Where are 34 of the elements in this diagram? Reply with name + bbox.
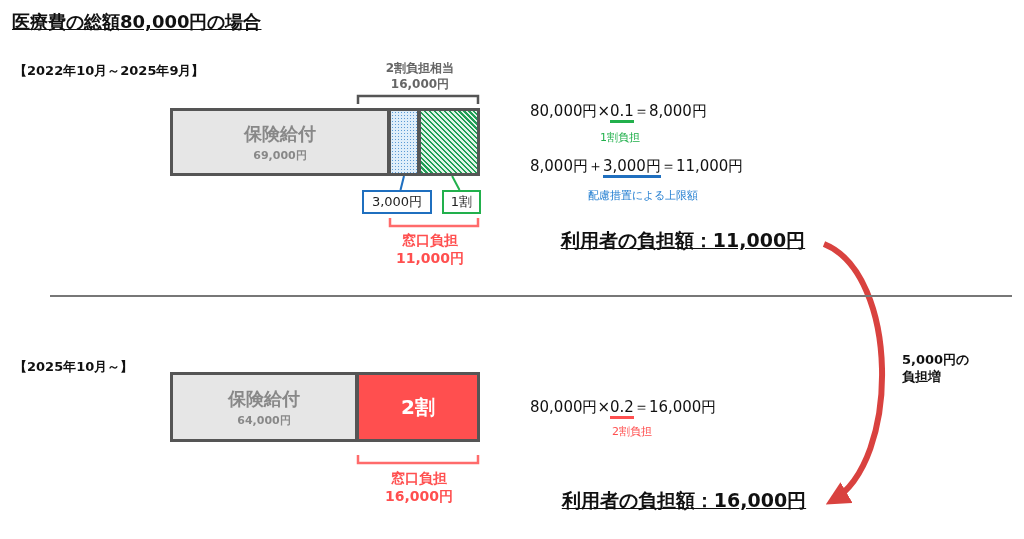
amount-tag [362, 190, 432, 214]
note-label: 16,000円 [384, 488, 454, 506]
result-text: 利用者の負担額：11,000円 [560, 228, 806, 253]
bar-label: 保険給付 [244, 121, 316, 146]
result-text: 利用者の負担額：16,000円 [561, 488, 807, 513]
curved-arrow [822, 241, 885, 506]
tag-label: 3,000円 [371, 193, 423, 211]
note-label: 1割負担 [600, 130, 641, 145]
leader-line [399, 175, 405, 191]
hatched-bar-segment [418, 108, 480, 176]
equation: 80,000円×0.2＝16,000円 [530, 398, 718, 417]
note-label: 2割負担相当 [384, 60, 456, 77]
note-label: 窓口負担 [401, 232, 459, 250]
bar-label: 保険給付 [228, 386, 300, 411]
amount-label: 69,000円 [253, 147, 307, 163]
dotted-bar-segment [388, 108, 420, 176]
note-label: 窓口負担 [390, 470, 448, 488]
note-label: 配慮措置による上限額 [588, 188, 699, 203]
copay-bar-segment [356, 372, 480, 442]
note-label: 2割負担 [612, 424, 653, 439]
leader-line [451, 175, 461, 191]
amount-label: 64,000円 [237, 412, 291, 428]
equation: 80,000円×0.1＝8,000円 [530, 102, 708, 121]
share-tag [442, 190, 481, 214]
note-label: 【2025年10月～】 [14, 358, 135, 376]
equation: 8,000円＋3,000円＝11,000円 [530, 157, 745, 176]
note-label: 11,000円 [395, 250, 465, 268]
bar-label: 2割 [401, 393, 435, 421]
note-label: 【2022年10月～2025年9月】 [14, 62, 206, 80]
insurance-bar-segment [170, 108, 390, 176]
tag-label: 1割 [450, 193, 473, 211]
note-label: 16,000円 [389, 76, 451, 93]
insurance-bar-segment [170, 372, 358, 442]
page-title: 医療費の総額80,000円の場合 [12, 10, 262, 34]
